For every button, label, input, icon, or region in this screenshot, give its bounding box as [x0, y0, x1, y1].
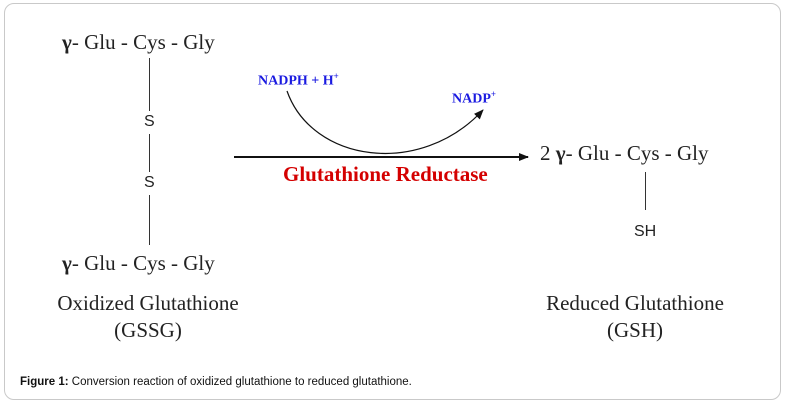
- enzyme-label: Glutathione Reductase: [283, 162, 488, 186]
- gssg-bottom-chain: γ- Glu - Cys - Gly: [62, 251, 215, 276]
- nadp-text: NADP: [452, 91, 491, 107]
- gamma-symbol: γ: [62, 30, 72, 54]
- bond-line: [149, 58, 150, 111]
- thiol-group: SH: [634, 223, 657, 240]
- gssg-top-chain: γ- Glu - Cys - Gly: [62, 30, 215, 55]
- gssg-abbrev: (GSSG): [114, 318, 182, 342]
- cofactor-curved-arrow: [286, 90, 484, 154]
- figure-frame: [4, 3, 781, 400]
- charge-superscript: +: [490, 89, 497, 99]
- figure-caption: Figure 1: Conversion reaction of oxidize…: [20, 376, 412, 388]
- bond-line: [149, 195, 150, 245]
- caption-label: Figure 1:: [20, 376, 69, 388]
- gsh-abbrev: (GSH): [607, 318, 663, 342]
- charge-superscript: +: [333, 71, 339, 81]
- caption-text: Conversion reaction of oxidized glutathi…: [68, 376, 412, 388]
- cofactor-input-label: NADPH + H+: [258, 71, 339, 90]
- sulfur-atom-1: S: [144, 113, 155, 130]
- gssg-name: Oxidized Glutathione: [57, 291, 239, 315]
- gsh-chain: 2 γ- Glu - Cys - Gly: [540, 141, 709, 166]
- gamma-symbol: γ: [555, 141, 566, 165]
- peptide-chain-text: - Glu - Cys - Gly: [71, 30, 215, 54]
- gamma-symbol: γ: [62, 251, 72, 275]
- peptide-chain-text: - Glu - Cys - Gly: [565, 141, 709, 165]
- bond-line: [645, 172, 646, 210]
- cofactor-output-label: NADP+: [452, 89, 496, 108]
- gsh-name: Reduced Glutathione: [546, 291, 724, 315]
- stoichiometric-coefficient: 2: [540, 141, 551, 165]
- nadph-text: NADPH + H: [258, 73, 334, 89]
- disulfide-bond-line: [149, 134, 150, 172]
- sulfur-atom-2: S: [144, 174, 155, 191]
- peptide-chain-text: - Glu - Cys - Gly: [71, 251, 215, 275]
